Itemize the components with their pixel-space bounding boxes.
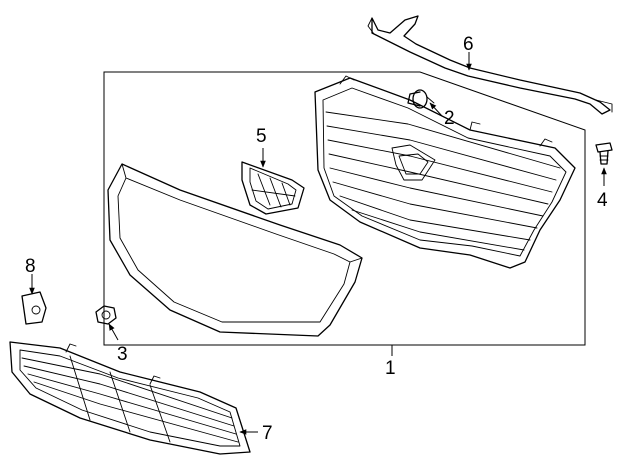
callout-8: 8 (25, 256, 36, 277)
callout-3: 3 (117, 344, 128, 365)
part-7-lower-grille (9, 341, 251, 455)
callout-4: 4 (597, 190, 608, 211)
leader-2 (429, 102, 443, 117)
grille-surround-frame (107, 163, 363, 337)
part-8-clip (21, 291, 47, 325)
part-6-harness (367, 15, 613, 115)
part-3-nut (95, 305, 117, 325)
callout-5: 5 (256, 126, 267, 147)
callout-7: 7 (262, 423, 273, 444)
upper-grille (314, 75, 576, 269)
part-2-push-pin (407, 89, 435, 109)
callout-1: 1 (385, 358, 396, 379)
callout-6: 6 (463, 34, 474, 55)
part-5-emblem (241, 161, 305, 215)
callout-2: 2 (444, 108, 455, 129)
part-4-screw (595, 142, 613, 165)
assembly-outline (103, 71, 586, 346)
leader-3 (108, 323, 119, 341)
